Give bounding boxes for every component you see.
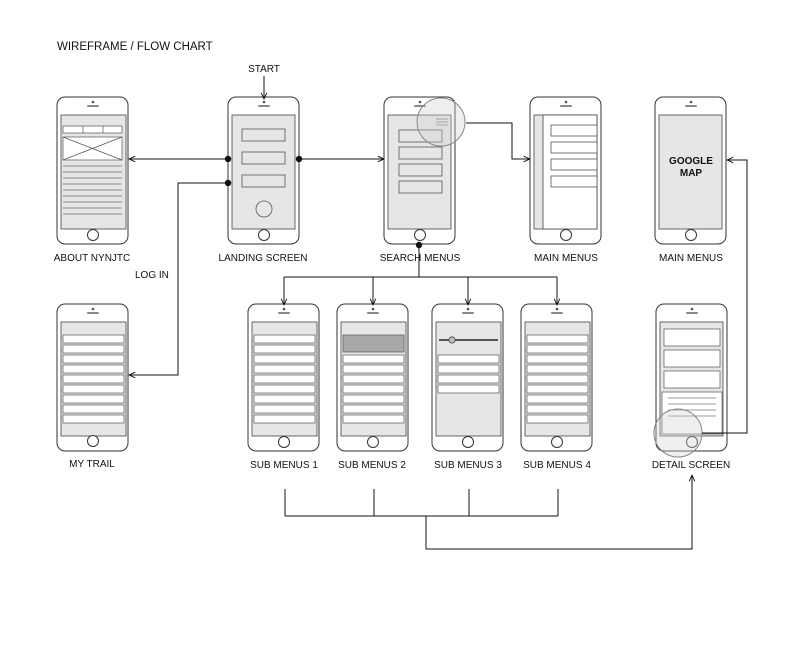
arrow-to-main-menus — [466, 122, 530, 159]
google-map-text-line-2: MAP — [680, 168, 703, 179]
phone-about-nynjtc — [56, 96, 129, 245]
label-map-main-menus: MAIN MENUS — [659, 253, 723, 264]
label-sub-menus-3: SUB MENUS 3 — [434, 460, 502, 471]
phone-sub-menus-3 — [431, 303, 504, 452]
phone-google-map: GOOGLE MAP — [654, 96, 727, 245]
label-about-nynjtc: ABOUT NYNJTC — [54, 253, 131, 264]
label-landing-screen: LANDING SCREEN — [219, 253, 308, 264]
label-main-menus: MAIN MENUS — [534, 253, 598, 264]
phone-sub-menus-4 — [520, 303, 593, 452]
phone-main-menus — [529, 96, 602, 245]
hamburger-menu-tap-highlight — [416, 97, 466, 147]
slider-control — [439, 336, 498, 344]
label-sub-menus-1: SUB MENUS 1 — [250, 460, 318, 471]
phone-my-trail — [56, 303, 129, 452]
flow-connectors — [129, 76, 748, 550]
phone-sub-menus-2 — [336, 303, 409, 452]
label-sub-menus-4: SUB MENUS 4 — [523, 460, 591, 471]
google-map-text-line-1: GOOGLE — [669, 156, 713, 167]
arrow-to-detail — [425, 475, 692, 550]
label-sub-menus-2: SUB MENUS 2 — [338, 460, 406, 471]
hamburger-menu-icon — [436, 118, 448, 126]
home-button-tap-highlight — [653, 408, 703, 458]
label-my-trail: MY TRAIL — [69, 459, 115, 470]
selected-category-header — [342, 334, 405, 353]
label-detail-screen: DETAIL SCREEN — [652, 460, 730, 471]
phone-detail-screen — [653, 303, 728, 458]
login-label: LOG IN — [135, 270, 169, 281]
arrow-to-my-trail — [129, 182, 229, 375]
connector-dots — [224, 155, 423, 249]
phone-search-menus — [383, 96, 456, 245]
arrow-to-google-map — [702, 160, 748, 434]
diagram-title: WIREFRAME / FLOW CHART — [57, 41, 213, 53]
label-search-menus: SEARCH MENUS — [380, 253, 461, 264]
start-label: START — [248, 64, 280, 75]
phone-landing-screen — [227, 96, 300, 245]
phone-sub-menus-1 — [247, 303, 320, 452]
